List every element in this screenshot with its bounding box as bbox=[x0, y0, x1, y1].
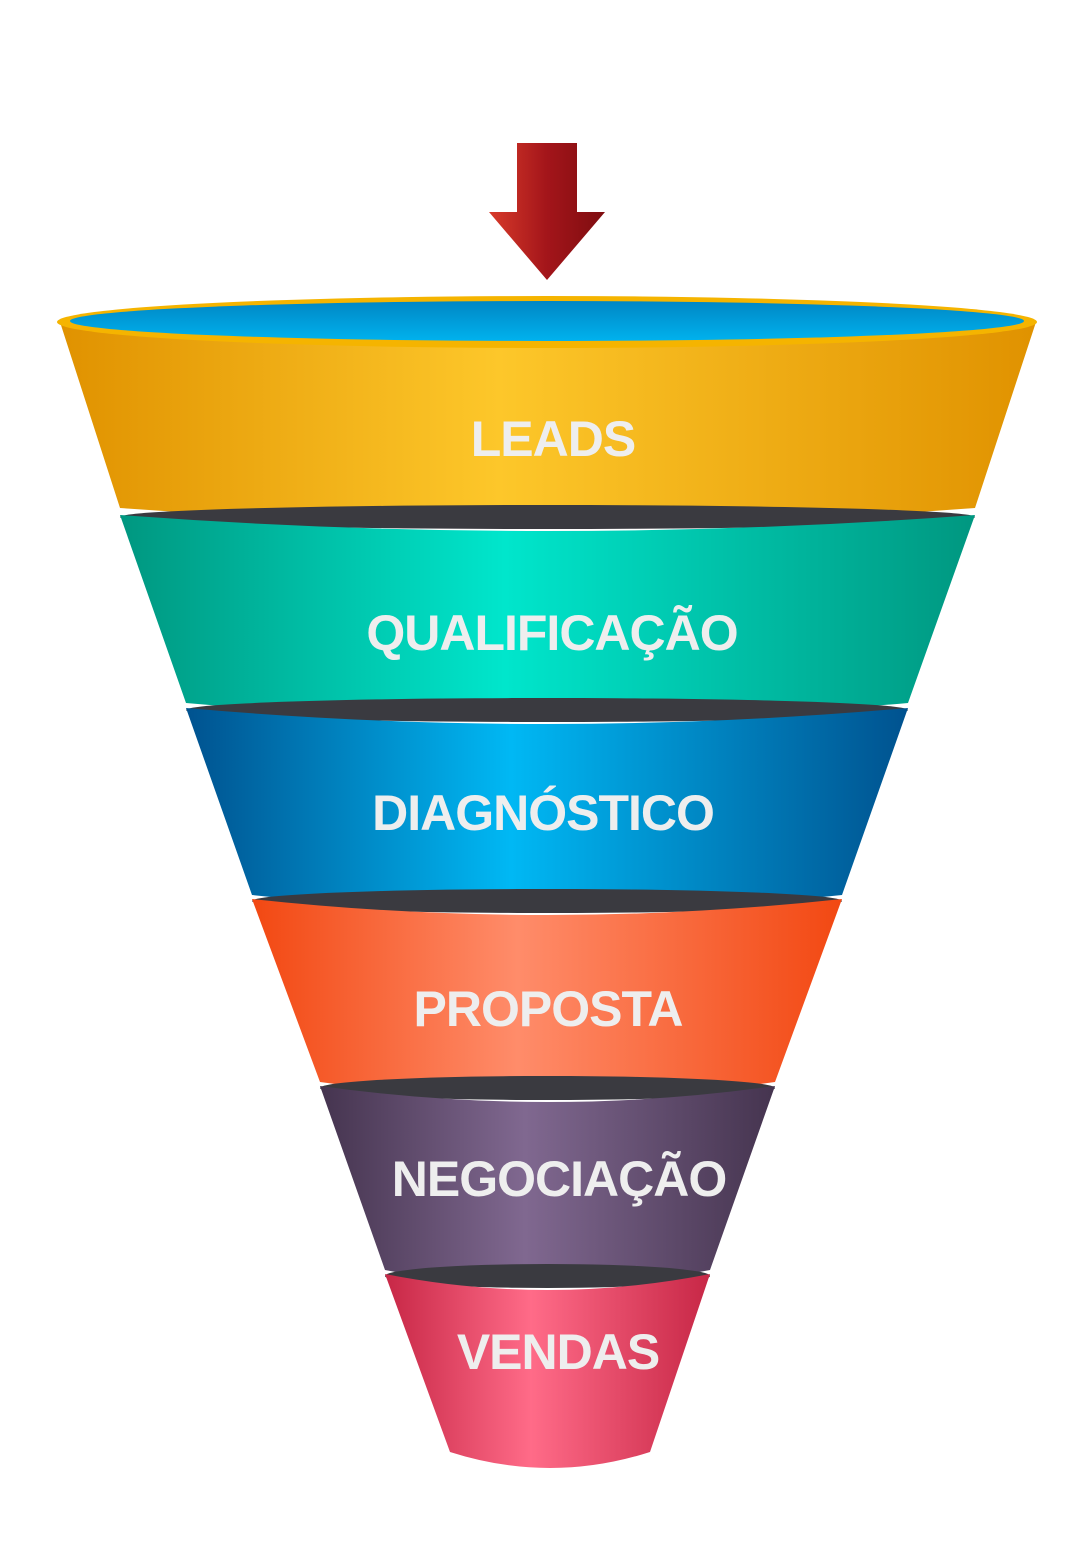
funnel-stage-negociacao bbox=[320, 1086, 775, 1286]
band-separator-diagnostico bbox=[186, 698, 908, 722]
stage-label-qualificacao: QUALIFICAÇÃO bbox=[366, 605, 737, 661]
down-arrow-icon bbox=[489, 143, 605, 280]
band-separator-qualificacao bbox=[120, 505, 975, 529]
stage-label-negociacao: NEGOCIAÇÃO bbox=[392, 1151, 726, 1207]
funnel-rim bbox=[57, 296, 1037, 348]
stage-label-diagnostico: DIAGNÓSTICO bbox=[372, 785, 714, 841]
band-separator-vendas bbox=[385, 1264, 710, 1288]
funnel-stage-leads bbox=[60, 322, 1036, 524]
band-separator-proposta bbox=[252, 889, 842, 913]
band-separator-negociacao bbox=[320, 1076, 775, 1100]
funnel-stage-vendas bbox=[385, 1274, 710, 1468]
funnel-stage-qualificacao bbox=[120, 515, 975, 719]
stage-label-leads: LEADS bbox=[471, 411, 635, 467]
funnel-stage-diagnostico bbox=[186, 708, 908, 911]
stage-label-proposta: PROPOSTA bbox=[414, 981, 683, 1037]
stage-label-vendas: VENDAS bbox=[457, 1324, 659, 1380]
funnel-stage-proposta bbox=[252, 899, 842, 1098]
